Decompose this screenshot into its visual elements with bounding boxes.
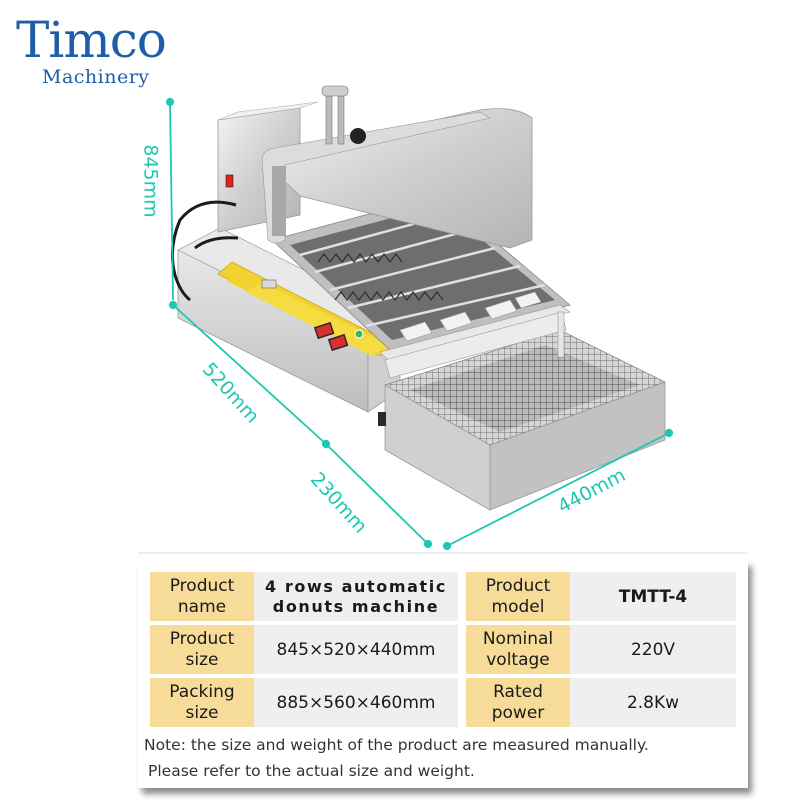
control-panel — [217, 261, 396, 357]
spec-value-packing-size: 885×560×460mm — [254, 678, 458, 727]
spec-value-product-size: 845×520×440mm — [254, 625, 458, 674]
divider — [138, 552, 748, 554]
power-cord — [170, 200, 239, 302]
power-switch-2 — [327, 333, 349, 352]
mesh-tray — [378, 311, 667, 511]
product-image — [165, 85, 674, 551]
brand-subtitle: Machinery — [42, 66, 150, 88]
dimension-labels: 845mm 520mm 230mm 440mm — [139, 144, 630, 538]
note-line-1: Note: the size and weight of the product… — [144, 736, 649, 754]
dimension-lines — [165, 97, 674, 551]
disclaimer-note: Note: the size and weight of the product… — [144, 732, 744, 784]
spec-value-product-model: TMTT-4 — [570, 572, 736, 621]
spec-value-voltage: 220V — [570, 625, 736, 674]
indicator-light — [354, 329, 364, 339]
brand-name: Timco — [16, 11, 167, 69]
dim-length-label: 520mm — [197, 358, 264, 428]
power-switch-1 — [313, 321, 335, 340]
note-line-2: Please refer to the actual size and weig… — [148, 762, 475, 780]
dough-hopper — [217, 85, 533, 249]
fryer-top — [271, 194, 571, 361]
brand-logo: Timco Machinery — [14, 14, 204, 88]
spec-value-power: 2.8Kw — [570, 678, 736, 727]
dim-width-label: 440mm — [554, 464, 630, 518]
dim-depth-label: 230mm — [305, 468, 372, 538]
dim-height-label: 845mm — [139, 144, 162, 218]
